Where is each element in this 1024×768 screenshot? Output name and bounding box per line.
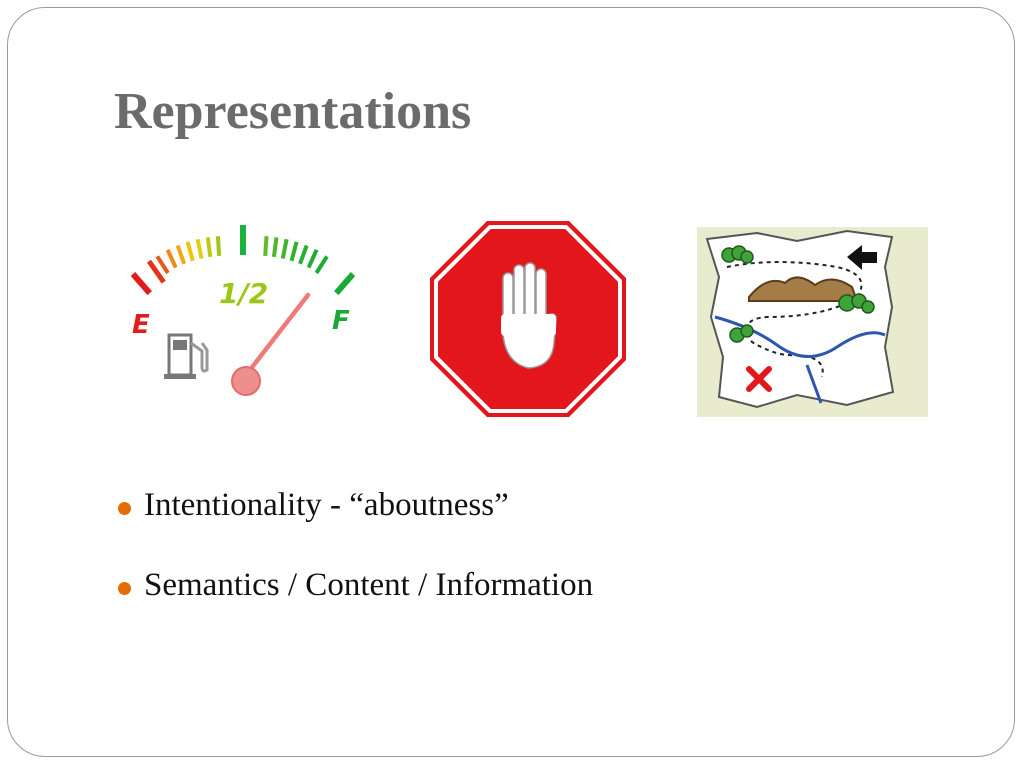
bullet-text: Intentionality - “aboutness” — [144, 487, 509, 523]
bullet-marker — [118, 502, 131, 515]
map-x-mark — [746, 366, 772, 392]
map-trees — [721, 245, 875, 343]
map-arrow-icon — [847, 245, 877, 270]
fuel-pump-icon — [164, 333, 209, 379]
map-paper — [705, 229, 895, 409]
bullet-text: Semantics / Content / Information — [144, 567, 594, 603]
stop-sign-image — [430, 221, 626, 417]
map-mountains — [748, 276, 859, 302]
gauge-full-label: F — [332, 306, 350, 336]
gauge-needle — [243, 292, 311, 378]
hand-icon — [501, 262, 557, 369]
fuel-gauge-image: E 1/2 F — [130, 225, 356, 396]
gauge-hub — [231, 366, 261, 396]
gauge-half-label: 1/2 — [219, 277, 268, 310]
treasure-map-image — [697, 227, 928, 417]
gauge-ticks — [130, 225, 356, 296]
slide-title: Representations — [114, 83, 472, 140]
gauge-empty-label: E — [132, 310, 150, 340]
bullet-marker — [118, 582, 131, 595]
